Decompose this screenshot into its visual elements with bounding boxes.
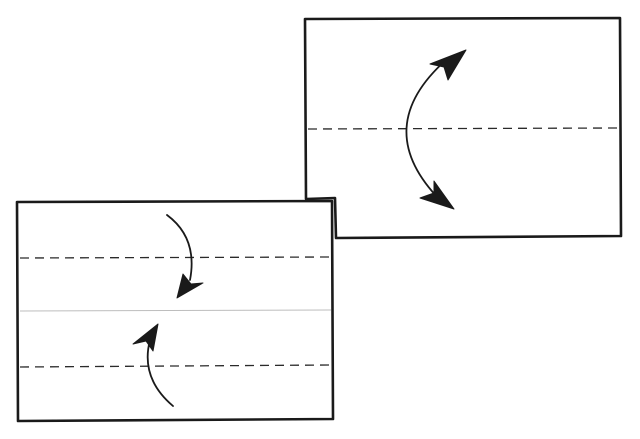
arrow-head-up: [132, 323, 159, 352]
center-crease: [19, 309, 332, 312]
arrow-head-down: [176, 273, 204, 299]
fold-arrow-up: [146, 339, 174, 407]
step-fold-edges-to-center: [15, 199, 335, 423]
arrow-head-top: [429, 49, 467, 81]
arrow-head-bottom: [419, 180, 455, 210]
fold-arrow-both-ways: [405, 59, 447, 201]
step-fold-in-half: [303, 16, 623, 240]
valley-fold-lower: [19, 364, 332, 368]
fold-arrow-down: [166, 214, 193, 281]
valley-fold-upper: [19, 256, 332, 259]
valley-fold-center: [307, 127, 620, 130]
